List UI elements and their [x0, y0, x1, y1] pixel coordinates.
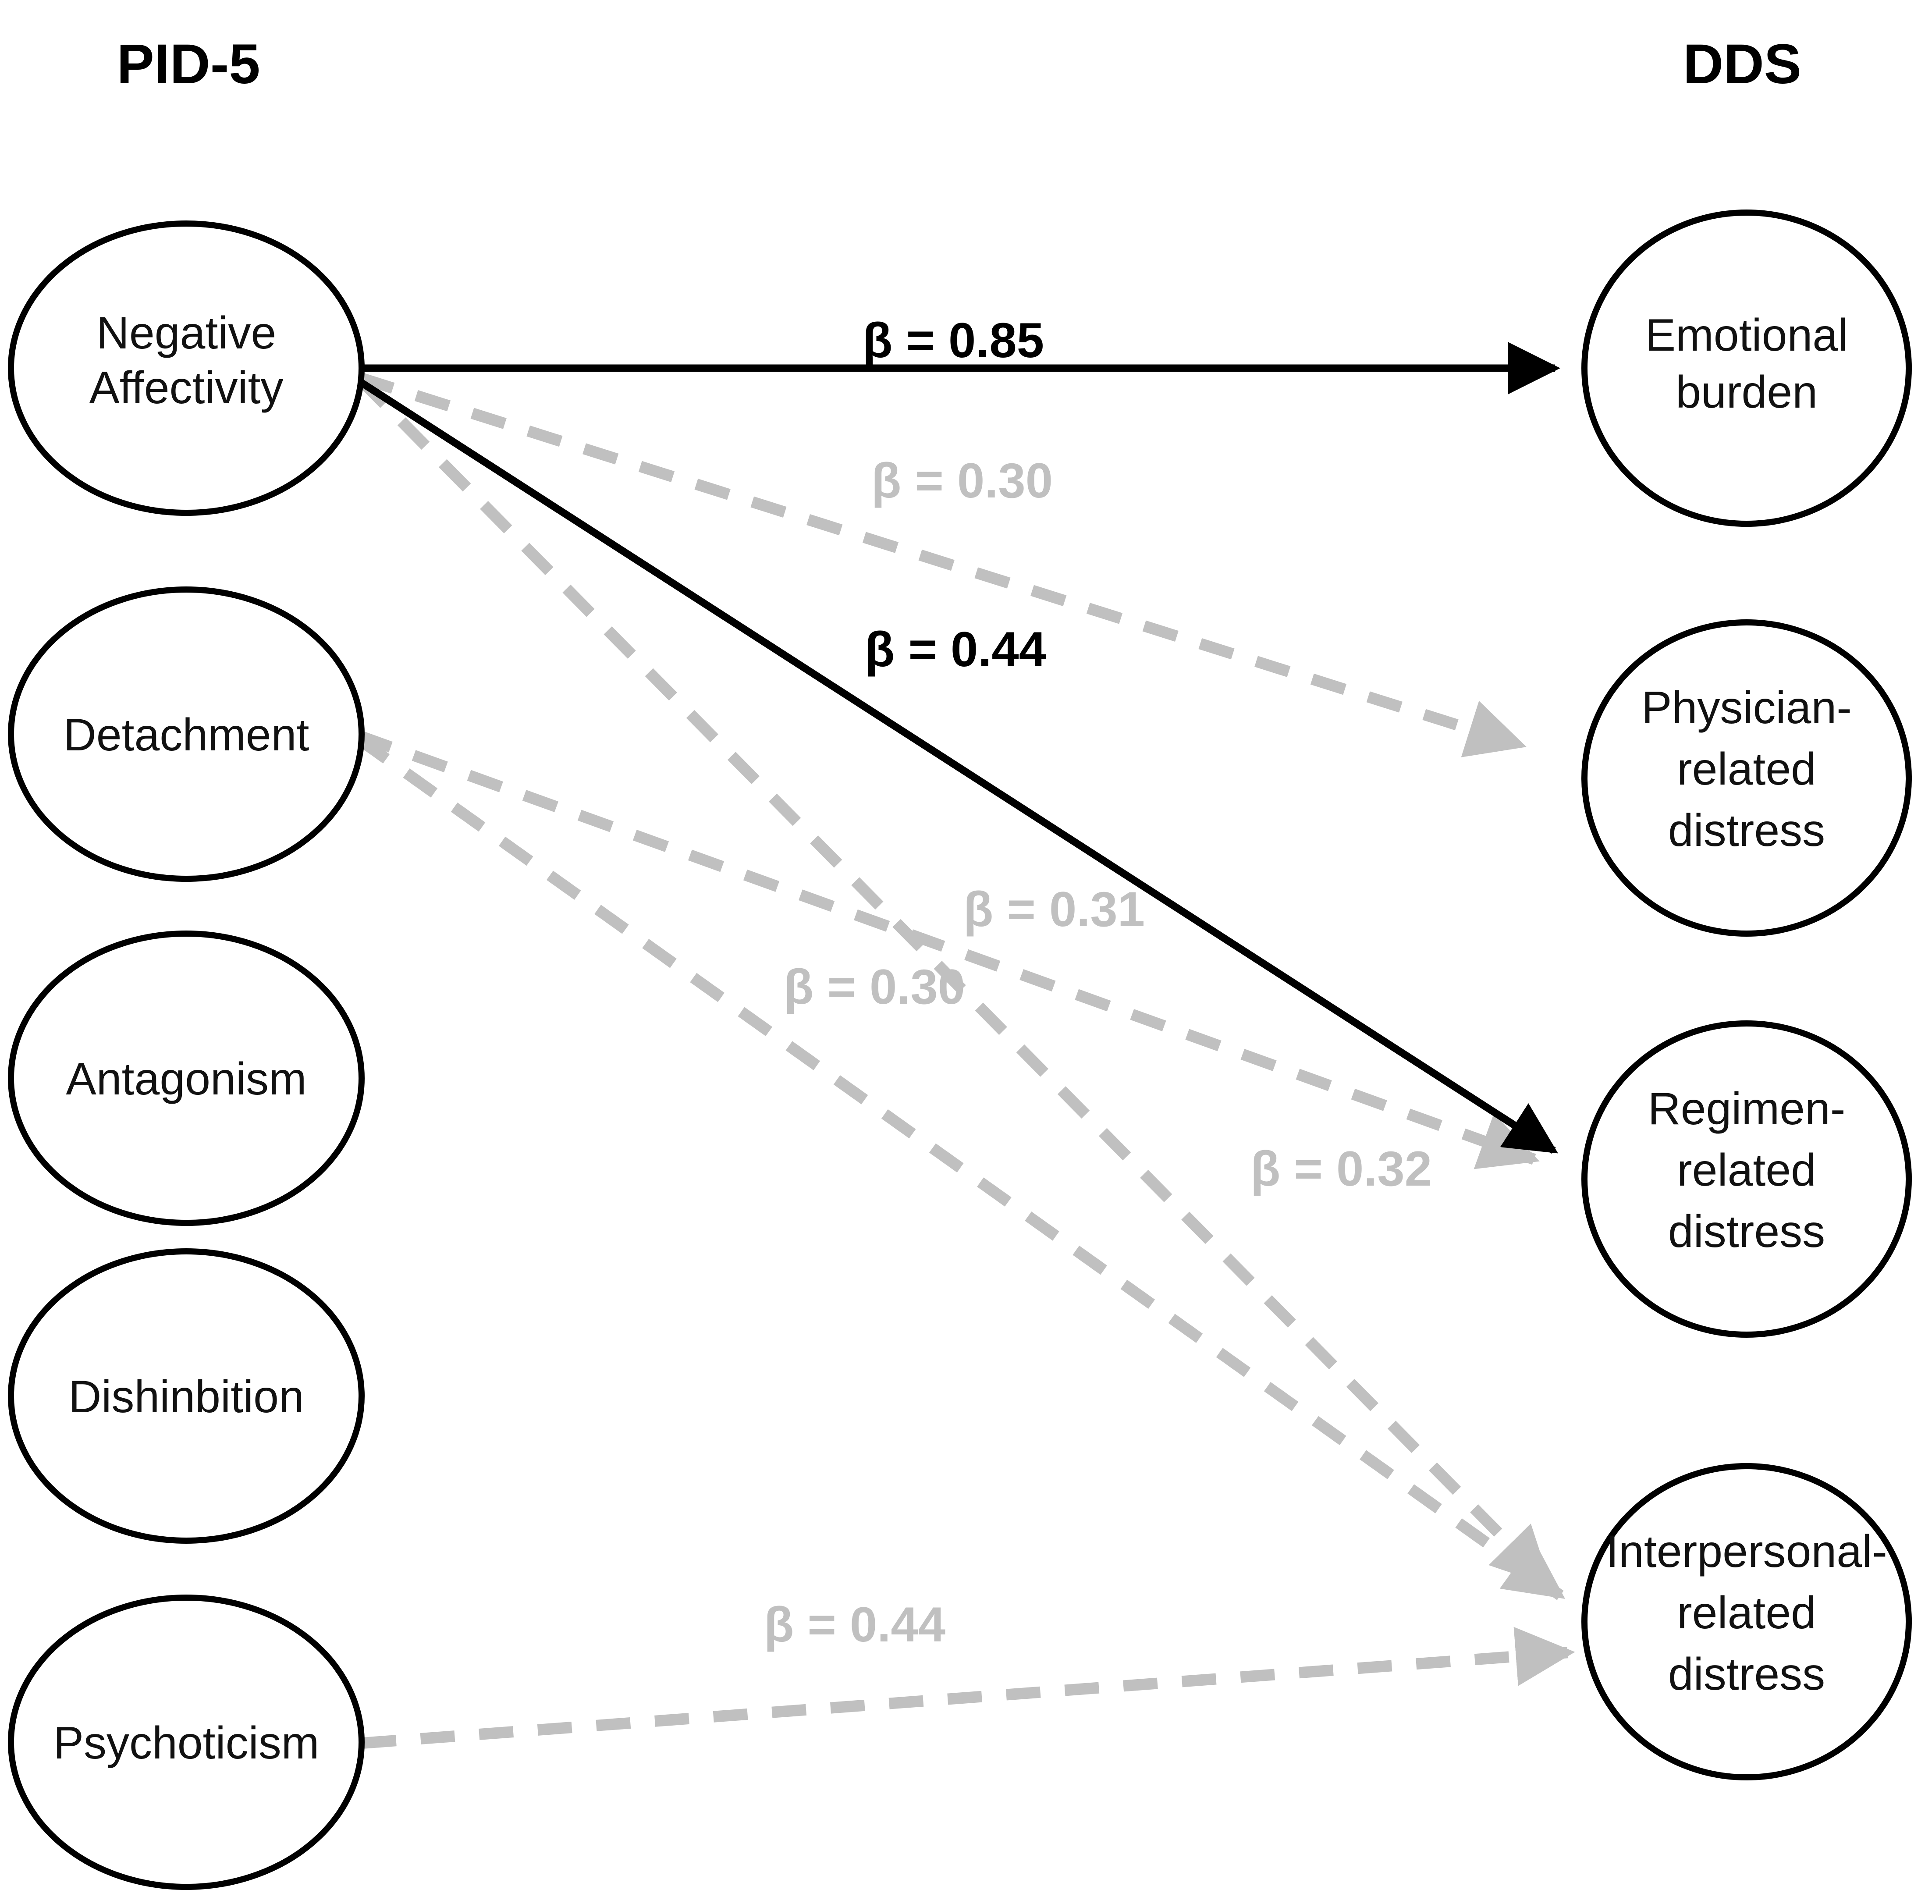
node-label-line-2: burden [1676, 367, 1818, 418]
node-label-line-1: Physician- [1641, 682, 1852, 733]
edge-label-layer: β = 0.85 β = 0.30 β = 0.44 β = 0.31 β = … [764, 313, 1432, 1652]
node-shape [8, 931, 365, 1226]
node-label-line-2: Affectivity [89, 362, 283, 413]
edge-label-na-emotional: β = 0.85 [863, 313, 1044, 368]
node-shape [8, 1595, 365, 1890]
node-shape [8, 1248, 365, 1544]
node-label-line-3: distress [1668, 1649, 1825, 1700]
edge-label-na-regimen: β = 0.44 [865, 622, 1046, 677]
edge-label-na-interpersonal: β = 0.31 [963, 882, 1145, 937]
right-node-regimen-related-distress[interactable]: Regimen- related distress [1581, 1020, 1912, 1338]
node-shape [1581, 1020, 1912, 1338]
right-node-interpersonal-related-distress[interactable]: Interpersonal- related distress [1581, 1463, 1912, 1780]
node-label-line-3: distress [1668, 805, 1825, 856]
node-label-line-2: related [1677, 1145, 1816, 1196]
node-label-line-1: Interpersonal- [1606, 1526, 1887, 1577]
edge-na-interpersonal [356, 375, 1552, 1587]
node-label-line-1: Antagonism [66, 1054, 306, 1105]
edge-det-interpersonal [355, 734, 1566, 1600]
edge-na-regimen [357, 378, 1559, 1154]
edge-label-na-physician: β = 0.30 [871, 453, 1053, 508]
node-shape [1581, 619, 1912, 937]
left-node-detachment[interactable]: Detachment [8, 586, 365, 882]
node-label-line-1: Negative [96, 308, 276, 359]
node-label-line-1: Psychoticism [53, 1718, 320, 1769]
edge-label-det-interpersonal: β = 0.30 [784, 959, 965, 1014]
node-shape [1581, 210, 1912, 527]
left-node-negative-affectivity[interactable]: Negative Affectivity [8, 220, 365, 516]
node-shape [1581, 1463, 1912, 1780]
column-title-left: PID-5 [117, 33, 260, 96]
edge-det-regimen [356, 730, 1540, 1169]
node-shape [8, 586, 365, 882]
edge-layer [355, 342, 1575, 1749]
edge-label-det-regimen: β = 0.32 [1250, 1141, 1432, 1196]
edge-label-psy-interpersonal: β = 0.44 [764, 1597, 945, 1652]
node-label-line-2: related [1677, 1588, 1816, 1638]
right-node-emotional-burden[interactable]: Emotional burden [1581, 210, 1912, 527]
left-node-antagonism[interactable]: Antagonism [8, 931, 365, 1226]
node-shape [8, 220, 365, 516]
column-title-right: DDS [1683, 33, 1801, 96]
left-node-psychoticism[interactable]: Psychoticism [8, 1595, 365, 1890]
node-label-line-1: Emotional [1645, 310, 1848, 361]
left-node-dishinbition[interactable]: Dishinbition [8, 1248, 365, 1544]
node-label-line-3: distress [1668, 1206, 1825, 1257]
node-label-line-1: Detachment [64, 710, 309, 760]
edge-psy-interpersonal [362, 1627, 1575, 1749]
node-label-line-2: related [1677, 744, 1816, 795]
edge-na-physician [359, 372, 1527, 757]
right-node-physician-related-distress[interactable]: Physician- related distress [1581, 619, 1912, 937]
node-label-line-1: Regimen- [1648, 1083, 1846, 1134]
node-label-line-1: Dishinbition [68, 1371, 304, 1422]
